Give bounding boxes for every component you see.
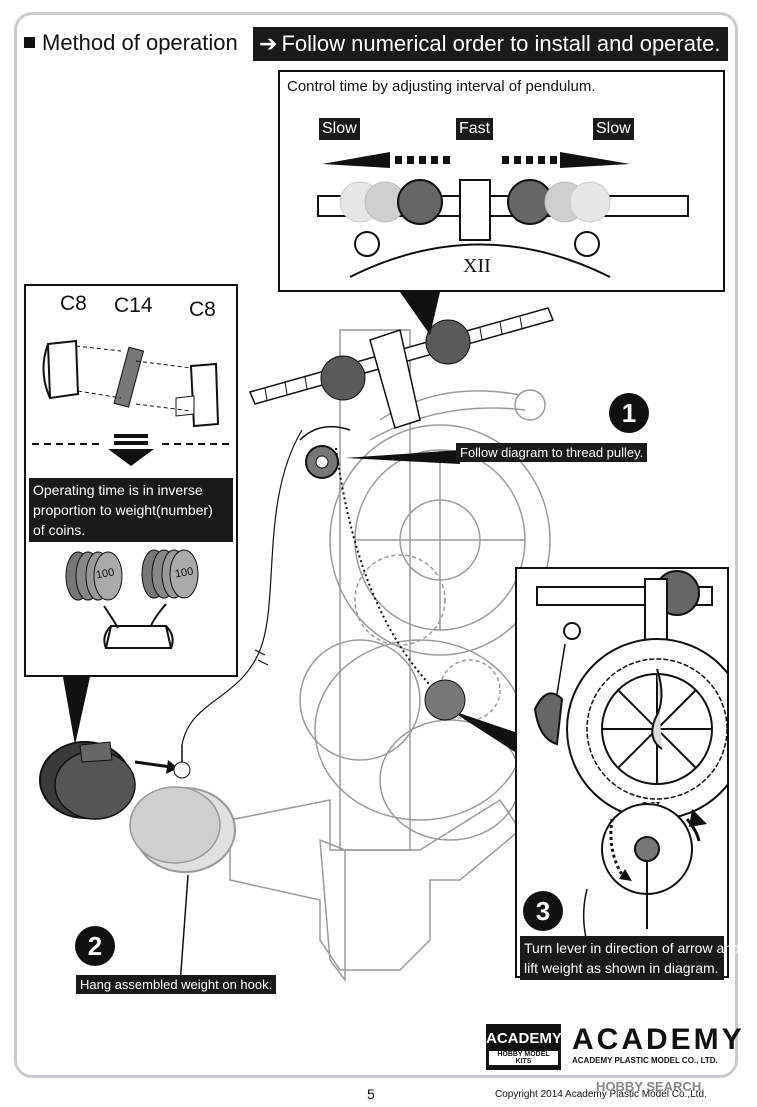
watermark: HOBBY SEARCH (596, 1079, 702, 1094)
svg-text:XII: XII (463, 255, 491, 277)
instruction-banner: ➔Follow numerical order to install and o… (253, 27, 728, 61)
pendulum-diagram: XII (317, 152, 689, 278)
slow-left-label: Slow (319, 118, 360, 140)
square-bullet-icon (24, 36, 35, 48)
lever-diagram: VI (533, 570, 727, 970)
fast-label: Fast (456, 118, 494, 140)
step-2-badge: 2 (75, 926, 115, 966)
page-number: 5 (367, 1086, 375, 1102)
part-label-c8-right: C8 (189, 298, 216, 321)
slow-right-label: Slow (593, 118, 634, 140)
academy-wordmark-logo: ACADEMY ACADEMY PLASTIC MODEL CO., LTD. (572, 1023, 745, 1066)
step-3-text: Turn lever in direction of arrow and lif… (520, 936, 740, 980)
step-2-text: Hang assembled weight on hook. (76, 975, 277, 994)
lever-panel: VI Turn lever in direction of arrow and … (515, 567, 740, 980)
part-label-c8-left: C8 (60, 292, 87, 315)
step-1-badge: 1 (609, 393, 649, 433)
section-title: Method of operation (24, 30, 238, 56)
weight-assembly-panel: C8 C14 C8 Operating time is in inverse p… (24, 284, 238, 677)
pendulum-panel: Control time by adjusting interval of pe… (278, 70, 725, 292)
copyright-text: Copyright 2014 Academy Plastic Model Co.… (495, 1089, 707, 1100)
academy-badge-logo: ACADEMY HOBBY MODEL KITS (486, 1024, 562, 1070)
pendulum-caption: Control time by adjusting interval of pe… (287, 78, 596, 95)
step-1-text: Follow diagram to thread pulley. (456, 443, 648, 462)
page-frame (14, 12, 738, 1078)
weight-note: Operating time is in inverse proportion … (29, 478, 233, 542)
part-label-c14: C14 (114, 294, 153, 317)
step-3-badge: 3 (523, 891, 563, 931)
weight-diagram (32, 339, 230, 649)
arrow-right-icon: ➔ (259, 31, 278, 56)
